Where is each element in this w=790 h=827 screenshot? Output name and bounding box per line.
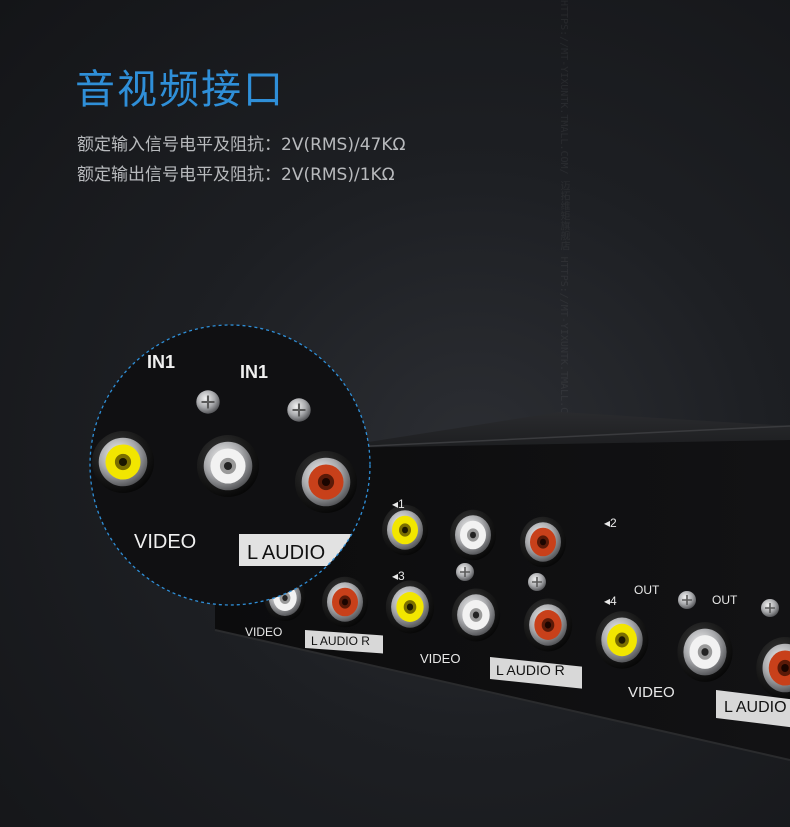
audio-label-2: L AUDIO R [496, 662, 565, 678]
audio-label-3: L AUDIO R [724, 699, 790, 716]
channel-3-label: ◂3 [392, 569, 405, 583]
spec-output-level: 额定输出信号电平及阻抗：2V(RMS)/1KΩ [77, 165, 395, 185]
audio-label-1: L AUDIO R [311, 634, 370, 648]
zoom-audio-label: L AUDIO [247, 542, 325, 564]
channel-1-label: ◂1 [392, 497, 405, 511]
zoom-magnifier: IN1 IN1 VIDEO L AUDIO [89, 324, 371, 606]
out-label-2: OUT [712, 593, 738, 607]
out-label-1: OUT [634, 583, 660, 597]
channel-2-label: ◂2 [604, 516, 617, 530]
spec-input-level: 额定输入信号电平及阻抗：2V(RMS)/47KΩ [77, 135, 406, 155]
video-label-1: VIDEO [245, 625, 282, 639]
page-title: 音视频接口 [75, 67, 285, 113]
video-label-2: VIDEO [420, 651, 460, 666]
channel-4-label: ◂4 [604, 594, 617, 608]
watermark-text: HTTPS://MT-YIXUNTK.TMALL.COM/ 迈拓维矩旗舰店 HT… [558, 0, 569, 508]
zoom-in1-label: IN1 [240, 362, 268, 382]
zoom-in1-label-left: IN1 [147, 352, 175, 372]
video-label-3: VIDEO [628, 684, 675, 701]
zoom-video-label: VIDEO [134, 531, 196, 553]
